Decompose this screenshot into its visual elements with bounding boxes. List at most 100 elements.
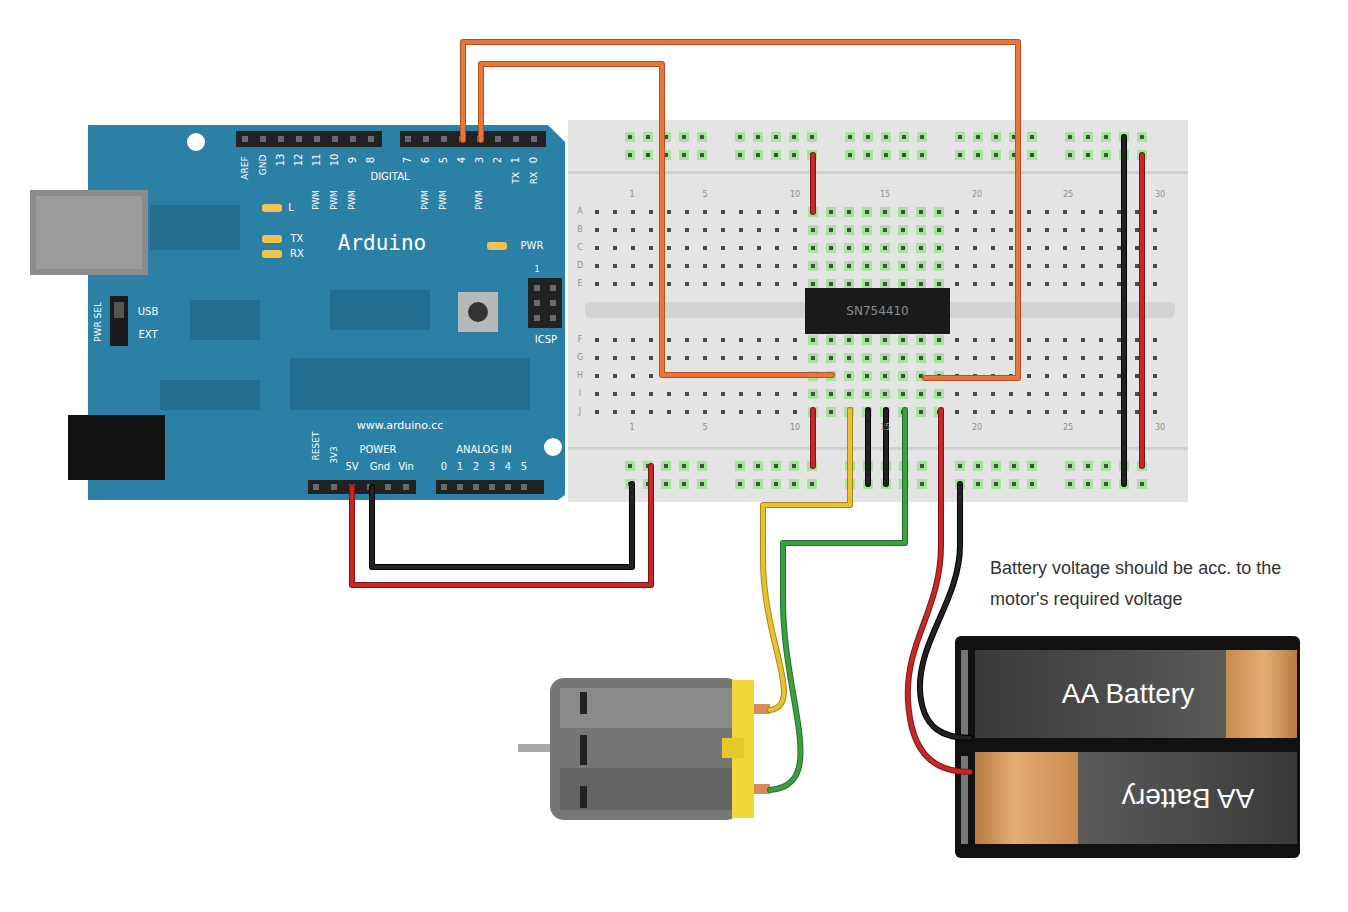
breadboard-hole <box>1012 464 1016 468</box>
arduino-board-drawing-part <box>236 131 382 147</box>
breadboard-hole <box>1117 410 1121 414</box>
breadboard-hole <box>595 410 599 414</box>
breadboard-hole <box>958 153 962 157</box>
hole-highlight <box>916 353 926 363</box>
header-pin <box>495 136 501 142</box>
breadboard-hole <box>685 210 689 214</box>
hole-highlight <box>808 261 818 271</box>
jumper-wire <box>352 466 651 585</box>
arduino-board-drawing-part <box>544 438 562 456</box>
hole-highlight <box>916 407 926 417</box>
breadboard-hole <box>793 282 797 286</box>
breadboard-hole <box>667 392 671 396</box>
breadboard-hole <box>1135 410 1139 414</box>
hole-highlight <box>880 225 890 235</box>
arduino-board-drawing-part <box>400 131 546 147</box>
battery-holder-part <box>961 650 968 738</box>
hole-highlight <box>917 479 927 489</box>
header-label: ICSP <box>535 335 557 345</box>
pin-label: 12 <box>294 154 304 167</box>
hole-highlight <box>1101 132 1111 142</box>
hole-highlight <box>735 479 745 489</box>
breadboard-hole <box>973 246 977 250</box>
breadboard-hole <box>865 356 869 360</box>
hole-highlight <box>789 132 799 142</box>
breadboard-hole <box>685 392 689 396</box>
wire-edge <box>908 410 970 772</box>
pin-label: GND <box>259 155 268 176</box>
dc-motor-part <box>722 738 744 758</box>
breadboard-hole <box>955 392 959 396</box>
breadboard-hole <box>757 410 761 414</box>
wire-edge <box>883 410 889 484</box>
breadboard-hole <box>1030 135 1034 139</box>
hole-highlight <box>862 335 872 345</box>
breadboard-hole <box>976 153 980 157</box>
hole-highlight <box>826 407 836 417</box>
pin-label: 13 <box>276 154 286 167</box>
breadboard-hole <box>1140 482 1144 486</box>
hole-highlight <box>916 335 926 345</box>
hole-highlight <box>1027 150 1037 160</box>
column-number: 1 <box>629 424 634 432</box>
breadboard-hole <box>685 338 689 342</box>
breadboard-hole <box>1068 135 1072 139</box>
breadboard-hole <box>631 246 635 250</box>
breadboard-hole <box>1135 264 1139 268</box>
breadboard-hole <box>937 392 941 396</box>
breadboard-hole <box>1153 392 1157 396</box>
breadboard-hole <box>991 246 995 250</box>
hole-highlight <box>898 353 908 363</box>
header-pin <box>534 300 540 306</box>
hole-highlight <box>771 132 781 142</box>
breadboard-hole <box>667 246 671 250</box>
breadboard-hole <box>829 392 833 396</box>
breadboard-hole <box>1086 482 1090 486</box>
pin-label: 1 <box>534 266 539 274</box>
breadboard-hole <box>919 264 923 268</box>
breadboard-hole <box>775 210 779 214</box>
breadboard-hole <box>739 338 743 342</box>
jumper-wire <box>372 484 632 567</box>
power-jack-part <box>68 415 165 480</box>
arduino-board-drawing-part <box>160 380 260 410</box>
breadboard-hole <box>1135 374 1139 378</box>
breadboard-hole <box>703 338 707 342</box>
breadboard-hole <box>700 482 704 486</box>
breadboard-hole <box>703 392 707 396</box>
breadboard-hole <box>884 135 888 139</box>
breadboard-hole <box>865 282 869 286</box>
breadboard-hole <box>739 392 743 396</box>
breadboard-hole <box>595 228 599 232</box>
arduino-board-drawing-part <box>262 250 282 258</box>
breadboard-hole <box>1068 482 1072 486</box>
breadboard-hole <box>1012 482 1016 486</box>
hole-highlight <box>844 353 854 363</box>
breadboard-hole <box>649 210 653 214</box>
breadboard-hole <box>994 135 998 139</box>
hole-highlight <box>789 461 799 471</box>
hole-highlight <box>898 371 908 381</box>
breadboard-hole <box>847 264 851 268</box>
header-pin <box>242 136 248 142</box>
hole-highlight <box>934 261 944 271</box>
breadboard-hole <box>847 392 851 396</box>
hole-highlight <box>1009 479 1019 489</box>
breadboard-hole <box>757 338 761 342</box>
hole-highlight <box>973 132 983 142</box>
breadboard-hole <box>649 282 653 286</box>
breadboard-hole <box>1153 356 1157 360</box>
hole-highlight <box>735 132 745 142</box>
breadboard-hole <box>1045 210 1049 214</box>
hole-highlight <box>789 150 799 160</box>
breadboard-hole <box>703 410 707 414</box>
breadboard-hole <box>775 392 779 396</box>
breadboard-hole <box>883 228 887 232</box>
column-number: 30 <box>1155 191 1165 199</box>
breadboard-hole <box>703 356 707 360</box>
breadboard-hole <box>738 464 742 468</box>
breadboard-hole <box>811 228 815 232</box>
hole-highlight <box>898 389 908 399</box>
breadboard-hole <box>991 228 995 232</box>
breadboard-hole <box>1135 356 1139 360</box>
